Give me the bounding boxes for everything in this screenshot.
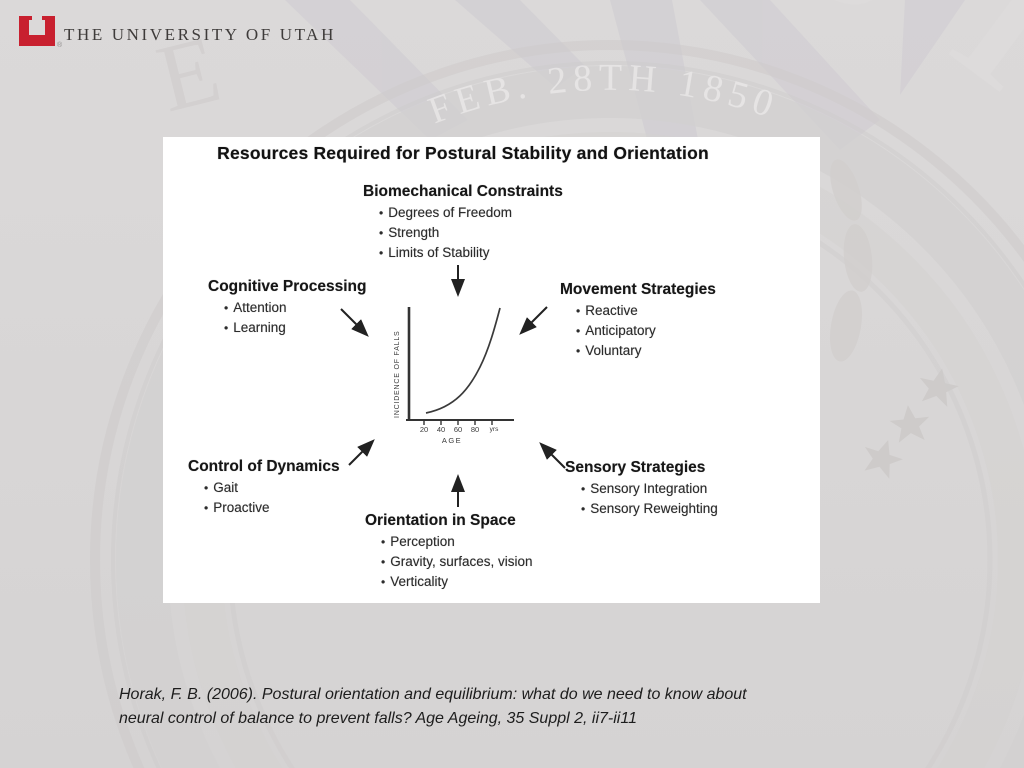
falls-age-chart: INCIDENCE OF FALLS 20 40 60 80 yrs AGE: [394, 307, 514, 445]
bullet-item: •Limits of Stability: [379, 245, 490, 260]
bullet-dot: •: [224, 301, 229, 315]
bullet-item: •Attention: [224, 300, 287, 315]
chart-x-tick-labels: 20 40 60 80 yrs: [420, 425, 499, 434]
bullet-dot: •: [381, 535, 386, 549]
node-sensory-strategies: Sensory Strategies •Sensory Integration …: [565, 459, 718, 519]
registered-mark: ®: [57, 42, 63, 49]
bullet-item: •Reactive: [576, 303, 638, 318]
bullet-item: •Degrees of Freedom: [379, 205, 513, 220]
seal-rays: [285, 0, 965, 150]
svg-text:20: 20: [420, 425, 428, 434]
svg-text:80: 80: [471, 425, 479, 434]
node-cognitive-processing: Cognitive Processing •Attention •Learnin…: [208, 278, 366, 338]
bullet-dot: •: [381, 575, 386, 589]
bullet-dot: •: [576, 324, 581, 338]
arrow-from-control-icon: [348, 439, 375, 466]
bullet-item: •Proactive: [204, 500, 270, 515]
bullet-dot: •: [224, 321, 229, 335]
bullet-item: •Gait: [204, 480, 238, 495]
bullet-item: •Anticipatory: [576, 323, 656, 338]
node-heading: Movement Strategies: [560, 281, 716, 298]
star-icon: [888, 403, 932, 444]
citation-line-1: Horak, F. B. (2006). Postural orientatio…: [119, 686, 747, 703]
node-biomechanical-constraints: Biomechanical Constraints •Degrees of Fr…: [363, 183, 563, 263]
bullet-dot: •: [379, 206, 384, 220]
node-heading: Cognitive Processing: [208, 278, 367, 295]
node-orientation-in-space: Orientation in Space •Perception •Gravit…: [365, 512, 533, 592]
chart-x-label: AGE: [442, 436, 462, 445]
node-heading: Biomechanical Constraints: [363, 183, 563, 200]
chart-x-ticks: [423, 420, 493, 425]
svg-text:60: 60: [454, 425, 462, 434]
bullet-item: •Sensory Reweighting: [581, 501, 718, 516]
bullet-dot: •: [576, 304, 581, 318]
arrow-from-movement-icon: [519, 306, 548, 335]
bullet-dot: •: [379, 246, 384, 260]
node-control-of-dynamics: Control of Dynamics •Gait •Proactive: [188, 458, 340, 518]
bullet-dot: •: [204, 481, 209, 495]
utah-block-u-icon: [19, 16, 55, 46]
chart-x-unit: yrs: [490, 426, 499, 433]
node-heading: Sensory Strategies: [565, 459, 706, 476]
bullet-item: •Verticality: [381, 574, 448, 589]
node-heading: Control of Dynamics: [188, 458, 340, 475]
citation-line-2: neural control of balance to prevent fal…: [119, 709, 637, 727]
diagram-panel: Resources Required for Postural Stabilit…: [163, 137, 820, 603]
seal-leaves: [829, 159, 873, 362]
bullet-item: •Learning: [224, 320, 286, 335]
citation: Horak, F. B. (2006). Postural orientatio…: [119, 683, 747, 730]
bullet-dot: •: [581, 502, 586, 516]
bullet-item: •Strength: [379, 225, 440, 240]
falls-curve: [425, 307, 501, 414]
node-movement-strategies: Movement Strategies •Reactive •Anticipat…: [560, 281, 716, 361]
bullet-dot: •: [381, 555, 386, 569]
bullet-item: •Sensory Integration: [581, 481, 708, 496]
node-heading: Orientation in Space: [365, 512, 516, 529]
university-wordmark: THE UNIVERSITY OF UTAH: [64, 25, 336, 44]
bullet-item: •Voluntary: [576, 343, 642, 358]
svg-text:40: 40: [437, 425, 445, 434]
arrow-from-sensory-icon: [539, 442, 566, 469]
bullet-dot: •: [581, 482, 586, 496]
star-icon: [857, 433, 908, 481]
seal-date-text: FEB. 28TH 1850: [423, 57, 778, 132]
bullet-dot: •: [379, 226, 384, 240]
diagram-title: Resources Required for Postural Stabilit…: [217, 143, 709, 163]
bullet-item: •Gravity, surfaces, vision: [381, 554, 533, 569]
bullet-dot: •: [576, 344, 581, 358]
bullet-item: •Perception: [381, 534, 455, 549]
chart-y-label: INCIDENCE OF FALLS: [394, 330, 401, 418]
bullet-dot: •: [204, 501, 209, 515]
star-icon: [915, 364, 962, 409]
seal-date-arc: FEB. 28TH 1850: [423, 57, 784, 132]
